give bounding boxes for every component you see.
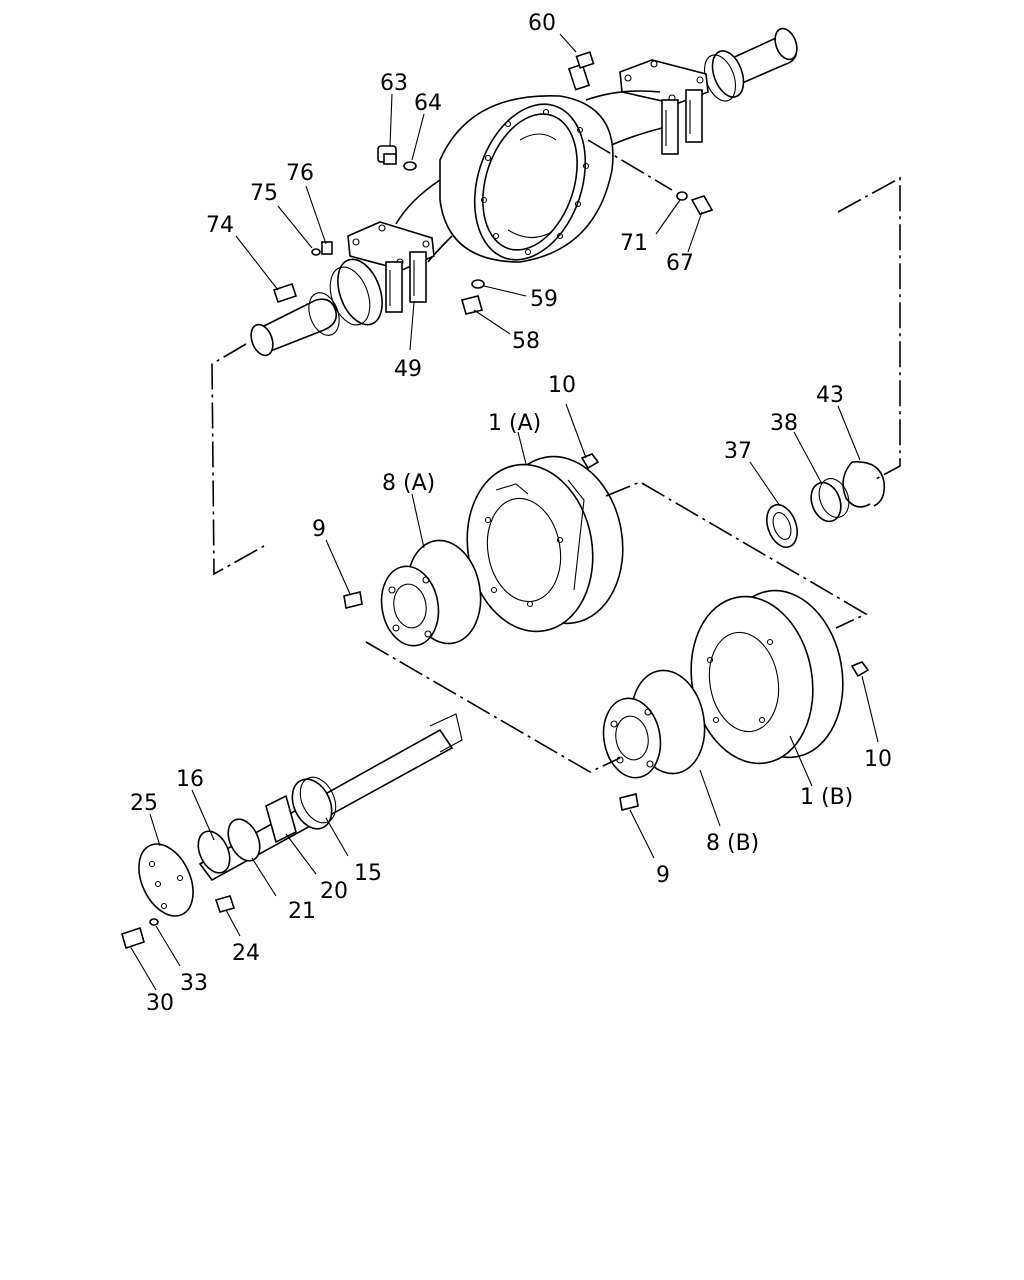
stud-9b — [619, 793, 639, 811]
label-59: 59 — [530, 287, 558, 312]
label-20: 20 — [320, 879, 348, 904]
label-25: 25 — [130, 791, 158, 816]
assembly-lines — [211, 139, 901, 773]
brake-drum-b — [690, 589, 844, 765]
label-9-top: 9 — [312, 517, 326, 542]
label-8b: 8 (B) — [706, 831, 759, 856]
nut-10b — [850, 661, 870, 678]
label-10-bottom: 10 — [864, 747, 892, 772]
label-24: 24 — [232, 941, 260, 966]
label-33: 33 — [180, 971, 208, 996]
label-16: 16 — [176, 767, 204, 792]
label-38: 38 — [770, 411, 798, 436]
nut-10a — [580, 453, 600, 470]
cover-bolt-holes — [480, 108, 590, 256]
part-labels: 60 63 64 76 75 74 71 67 59 58 49 10 1 (A… — [130, 11, 892, 1016]
bearing-set — [766, 461, 886, 549]
axle-shaft — [121, 713, 463, 950]
label-49: 49 — [394, 357, 422, 382]
label-76: 76 — [286, 161, 314, 186]
stud-9a — [343, 591, 363, 609]
label-58: 58 — [512, 329, 540, 354]
label-9-bottom: 9 — [656, 863, 670, 888]
label-30: 30 — [146, 991, 174, 1016]
label-21: 21 — [288, 899, 316, 924]
brake-drum-a — [466, 455, 624, 633]
label-37: 37 — [724, 439, 752, 464]
label-10-top: 10 — [548, 373, 576, 398]
leader-lines — [129, 33, 879, 991]
hub-b — [602, 669, 706, 779]
label-75: 75 — [250, 181, 278, 206]
label-74: 74 — [206, 213, 234, 238]
label-1b: 1 (B) — [800, 785, 853, 810]
label-71: 71 — [620, 231, 648, 256]
housing-fasteners — [272, 51, 714, 315]
hub-a — [380, 539, 482, 647]
label-64: 64 — [414, 91, 442, 116]
label-8a: 8 (A) — [382, 471, 435, 496]
axle-housing — [250, 27, 798, 357]
label-15: 15 — [354, 861, 382, 886]
label-67: 67 — [666, 251, 694, 276]
label-63: 63 — [380, 71, 408, 96]
label-1a: 1 (A) — [488, 411, 541, 436]
label-43: 43 — [816, 383, 844, 408]
label-60: 60 — [528, 11, 556, 36]
